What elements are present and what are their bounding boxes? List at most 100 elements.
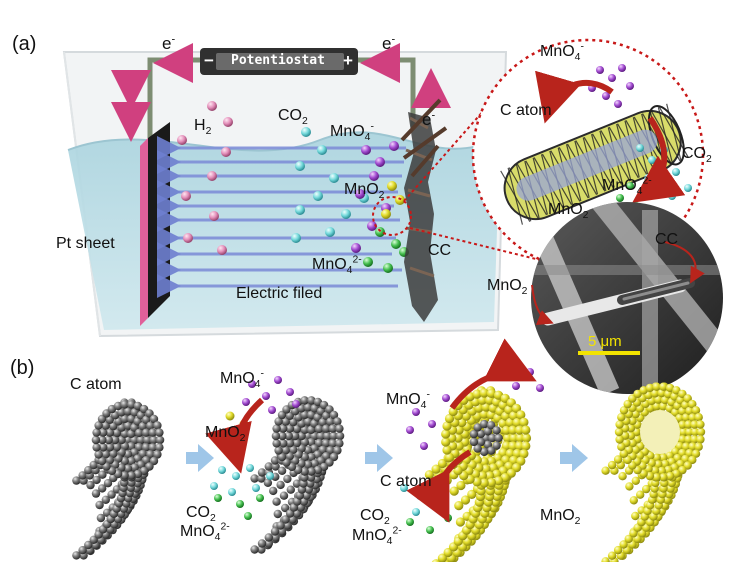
panel-b-ion	[412, 408, 420, 416]
hollow-shell-ball	[614, 427, 624, 437]
tube-end-ball	[136, 435, 146, 445]
tube-end-ball	[123, 435, 133, 445]
tube-ball	[437, 553, 447, 562]
zoom-ion	[626, 82, 634, 90]
nanotube-core	[516, 129, 658, 201]
zoom-mno4-2minus-label: MnO42-	[602, 175, 652, 198]
tube-mesh-line	[507, 167, 524, 225]
coated-core-ball	[492, 426, 501, 435]
b-mno4-2minus-label-1: MnO42-	[180, 521, 230, 544]
hollow-shell-ball	[681, 413, 691, 422]
panel-b-label: (b)	[10, 357, 35, 379]
hollow-shell-ball	[615, 435, 624, 444]
tube-end-ball	[310, 459, 319, 468]
mno2-nanotube	[601, 382, 706, 562]
coated-shell-ball	[481, 464, 491, 474]
tube-end-ball	[110, 435, 120, 445]
coated-shell-ball	[508, 425, 518, 435]
cc-label-tank: CC	[428, 242, 452, 259]
panel-b-ion	[262, 392, 270, 400]
tube-end-ball	[104, 435, 113, 445]
tube-ball	[92, 475, 101, 485]
hollow-shell-ball	[623, 455, 632, 465]
b-mno4-label-1: MnO4-	[220, 368, 264, 391]
tube-ball	[273, 509, 282, 519]
tube-end-ball	[281, 446, 290, 455]
panel-b-ion	[420, 442, 428, 450]
tube-end-ball	[92, 443, 101, 452]
tank-ion	[317, 145, 327, 155]
tank-ion	[369, 171, 379, 181]
tube-end-ball	[307, 452, 316, 462]
coated-core-ball	[487, 446, 496, 455]
tube-ball	[455, 517, 465, 527]
tube-end-ball	[153, 421, 162, 430]
tank-ion	[355, 189, 365, 199]
tube-ball	[449, 486, 459, 496]
tank-ion	[301, 127, 311, 137]
tank-ion	[223, 117, 233, 127]
zoom-ion	[596, 66, 604, 74]
tube-ball	[456, 480, 466, 491]
zoom-co2-label: CO2	[682, 145, 712, 166]
tank-ion	[217, 245, 227, 255]
hollow-shell-ball	[678, 435, 687, 444]
tube-ball	[250, 474, 259, 483]
hollow-shell-ball	[652, 473, 661, 482]
tube-end-ball	[303, 446, 313, 455]
tube-end-ball	[148, 443, 157, 452]
hollow-shell-ball	[688, 442, 697, 451]
tube-end-ball	[326, 417, 335, 426]
tube-end-ball	[120, 400, 129, 409]
panel-b-ion	[256, 494, 264, 502]
tube-end-ball	[321, 424, 331, 433]
tube-end-ball	[271, 431, 281, 441]
b-mno4-2minus-label-2: MnO42-	[352, 525, 402, 548]
coated-shell-ball	[481, 402, 491, 412]
tube-end-ball	[123, 407, 133, 416]
coated-shell-ball	[505, 448, 515, 459]
tube-end-ball	[107, 404, 117, 414]
reaction-arrow-right	[632, 116, 686, 203]
tube-end-ball	[322, 411, 331, 420]
tube-end-ball	[105, 443, 115, 452]
tube-end-ball	[281, 417, 290, 426]
coated-shell-ball	[457, 417, 467, 428]
mno4-label-tank: MnO4-	[330, 121, 374, 144]
tube-end-ball	[123, 421, 133, 430]
tube-end-ball	[109, 449, 118, 458]
panel-b-ion	[266, 472, 274, 480]
tank-ion	[395, 195, 405, 205]
coated-shell-ball	[512, 448, 522, 459]
tube-end-ball	[272, 424, 281, 433]
tube-ball	[276, 480, 285, 490]
coated-shell-ball	[515, 433, 525, 443]
coated-shell-ball	[444, 452, 455, 463]
tube-end-ball	[333, 417, 342, 426]
electron-label-left: e-	[162, 33, 176, 53]
tank-ions	[177, 101, 409, 273]
potentiostat-minus: −	[204, 51, 214, 70]
coated-shell-ball	[521, 433, 532, 443]
zoom-connector-bottom	[409, 227, 541, 261]
panel-b-ion	[428, 420, 436, 428]
tube-end-ball	[94, 450, 103, 459]
hollow-shell-ball	[696, 420, 705, 429]
electron-label-right: e-	[382, 33, 396, 53]
tank-ion	[291, 233, 301, 243]
tank-ion	[389, 141, 399, 151]
tube-end-ball	[300, 467, 309, 476]
panel-b-ion	[236, 500, 244, 508]
coated-shell-ball	[512, 417, 522, 428]
tank-ion	[391, 239, 401, 249]
coated-shell-ball	[508, 441, 518, 451]
tube-ball	[629, 496, 638, 505]
coated-shell-ball	[454, 441, 464, 451]
coated-shell-ball	[498, 418, 508, 428]
coated-core-ball	[488, 433, 497, 443]
hollow-shell-ball	[688, 399, 697, 409]
tube-end-ball	[127, 442, 136, 451]
coated-shell-ball	[441, 429, 451, 439]
tube-end-ball	[99, 428, 108, 437]
tank-ion	[383, 263, 393, 273]
